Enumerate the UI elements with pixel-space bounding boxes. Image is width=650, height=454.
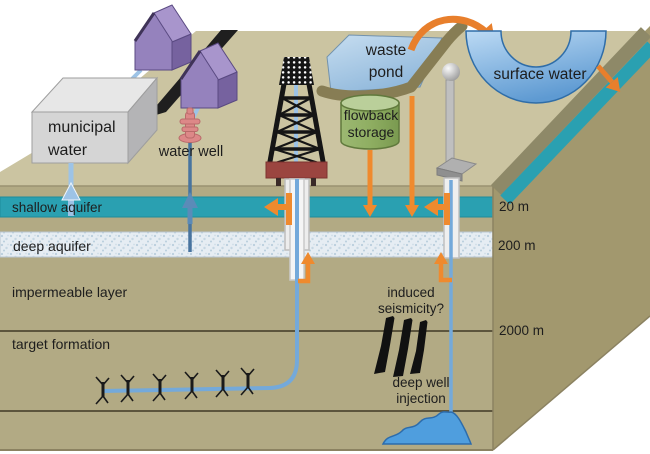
seismicity-crack-icon: [374, 316, 428, 377]
injection-pole: [445, 79, 455, 169]
flow-arrow-icon: [424, 193, 450, 225]
stream: [500, 41, 650, 205]
water-up-arrow-icon: [61, 181, 81, 216]
flowback-storage-icon: [340, 94, 400, 150]
flow-arrow-icon: [596, 64, 621, 93]
drill-pipe: [102, 179, 299, 393]
house-icon: [133, 4, 192, 71]
ground-front-face: [0, 186, 493, 450]
ground-right-bottom-edge: [492, 315, 650, 451]
deep-aquifer-band: [0, 231, 494, 258]
derrick-icon: [265, 57, 328, 186]
injection-ball: [442, 63, 460, 81]
water-up-arrow-icon: [182, 192, 198, 224]
house-front: [134, 12, 173, 71]
pond-bank: [316, 20, 468, 102]
surface-water-icon: [465, 30, 607, 104]
derrick-platform: [265, 161, 328, 179]
injection-fluid-blob: [381, 411, 473, 445]
box-front: [31, 111, 129, 164]
flow-arrow-icon: [405, 96, 419, 217]
fracture-icon: [95, 367, 255, 405]
water-well-pump-icon: [178, 107, 202, 143]
ground-right-face: [493, 26, 650, 450]
house-icon: [179, 42, 238, 109]
municipal-water-box-icon: [30, 76, 159, 165]
house-roof-edge: [133, 12, 156, 42]
house-roof-edge: [179, 50, 202, 80]
flow-arrow-icon: [298, 252, 315, 284]
flow-arrow-icon: [363, 150, 377, 217]
house-front: [180, 50, 219, 109]
flow-arrow-icon: [264, 193, 292, 225]
stream-bank: [490, 27, 650, 195]
flow-arrow-icon: [434, 252, 452, 283]
